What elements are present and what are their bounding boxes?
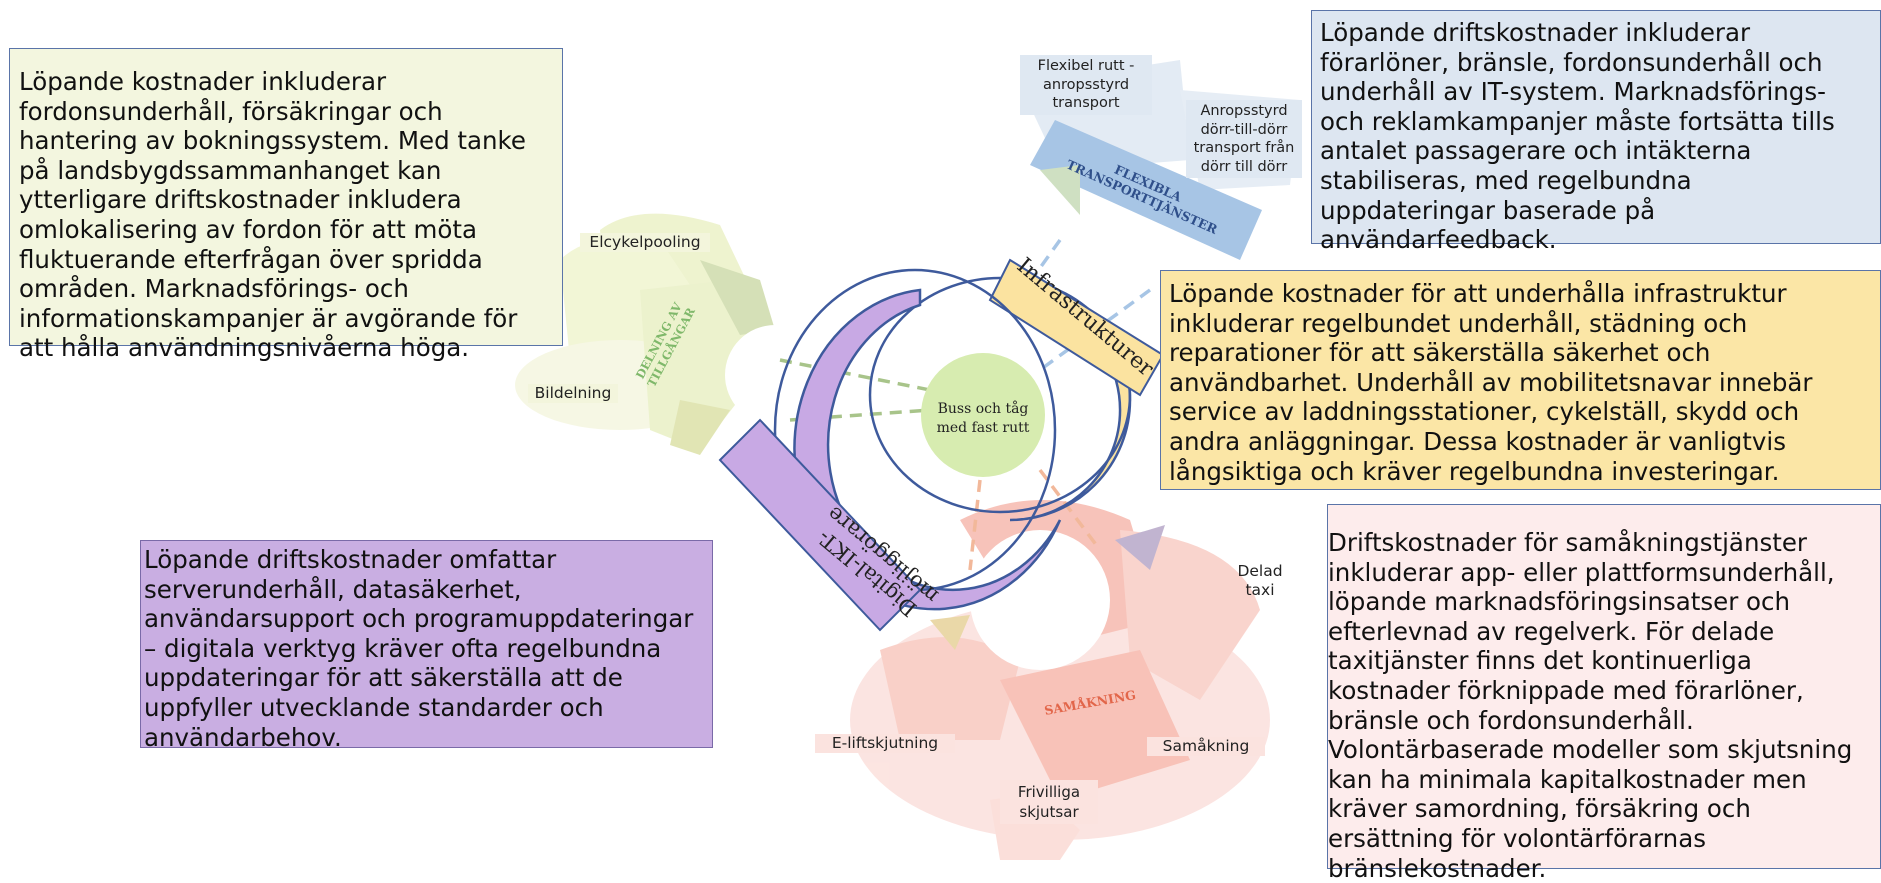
item-delad-taxi: Delad taxi <box>1237 562 1283 599</box>
center-label: Buss och tåg med fast rutt <box>936 401 1030 436</box>
sharing-cost-text: Löpande kostnader inkluderar fordonsunde… <box>19 67 526 363</box>
sharing-cost-box: Löpande kostnader inkluderar fordonsunde… <box>9 48 563 362</box>
flexible-cost-box: Löpande driftskostnader inkluderar förar… <box>1311 10 1881 254</box>
digital-ring <box>718 268 1062 632</box>
item-flexibel-rutt: Flexibel rutt - anropsstyrd transport <box>1020 55 1152 115</box>
carpool-cost-box: Driftskostnader för samåkningstjänster i… <box>1327 504 1881 883</box>
flexible-cost-text: Löpande driftskostnader inkluderar förar… <box>1320 18 1835 255</box>
infrastructure-cost-box: Löpande kostnader för att underhålla inf… <box>1160 270 1881 490</box>
carpool-cost-text: Driftskostnader för samåkningstjänster i… <box>1328 528 1853 883</box>
carpool-cluster <box>850 500 1270 860</box>
item-dorr-till-dorr: Anropsstyrd dörr-till-dörr transport frå… <box>1186 100 1302 178</box>
item-e-liftskjutning: E-liftskjutning <box>815 734 955 753</box>
item-bildelning: Bildelning <box>528 384 618 403</box>
item-frivilliga-skjutsar: Frivilliga skjutsar <box>1000 780 1098 824</box>
digital-cost-box: Löpande driftskostnader omfattar serveru… <box>140 540 713 752</box>
infrastructure-ring <box>868 258 1165 522</box>
center-node <box>921 353 1045 477</box>
digital-cost-text: Löpande driftskostnader omfattar serveru… <box>144 545 694 752</box>
item-elcykelpooling: Elcykelpooling <box>580 233 710 252</box>
item-samakning: Samåkning <box>1147 737 1265 756</box>
infrastructure-cost-text: Löpande kostnader för att underhålla inf… <box>1169 279 1813 486</box>
sharing-cluster <box>515 213 825 455</box>
